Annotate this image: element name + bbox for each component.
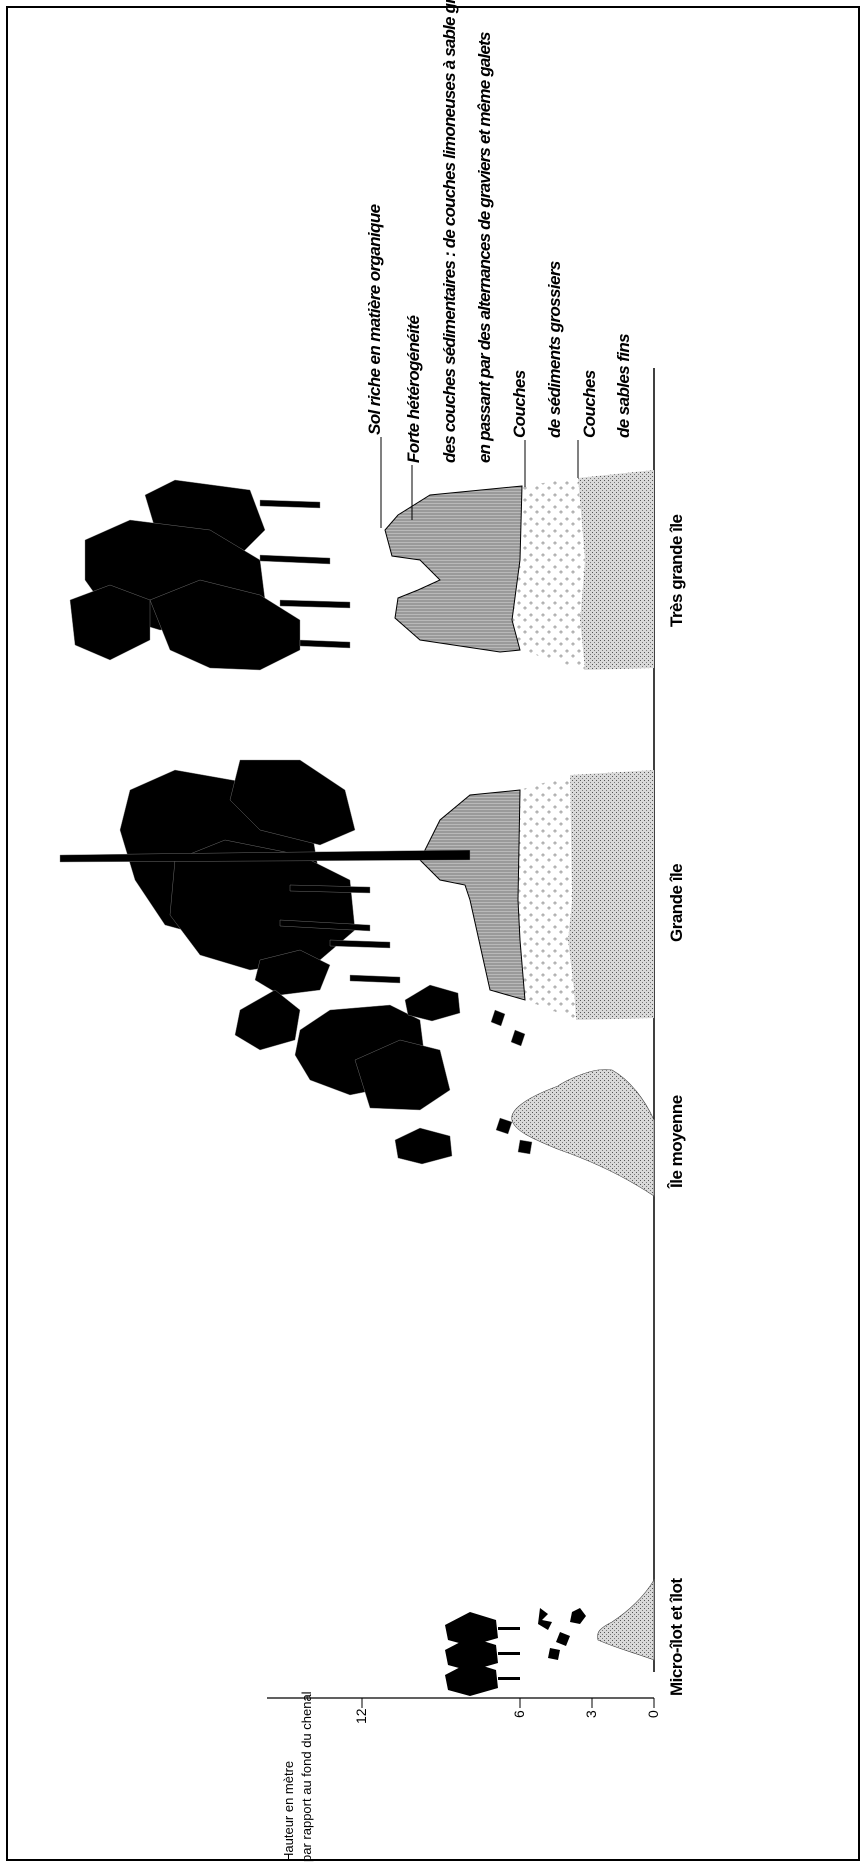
- legend-fins-line1: Couches: [580, 370, 599, 438]
- grande-silt-layer: [419, 789, 526, 1001]
- island-micro-ilot: [445, 1578, 655, 1696]
- tres-grande-fine-sand-layer: [578, 470, 654, 670]
- island-grande: [59, 759, 654, 1051]
- legend-fins-line2: de sables fins: [614, 333, 633, 438]
- island-micro-trees: [445, 1608, 586, 1696]
- island-tres-grande: [69, 470, 654, 671]
- y-tick-label-6: 6: [511, 1710, 527, 1718]
- y-axis-title-line2: par rapport au fond du chenal: [299, 1691, 314, 1862]
- y-tick-label-0: 0: [645, 1710, 661, 1718]
- tres-grande-coarse-layer: [512, 478, 585, 670]
- grande-coarse-layer: [518, 775, 576, 1020]
- legend-sol: Sol riche en matière organique: [365, 204, 384, 435]
- island-label-micro: Micro-îlot et îlot: [667, 1578, 686, 1696]
- island-label-grande: Grande île: [667, 863, 686, 942]
- legend-leaders: [380, 437, 579, 528]
- island-label-tres-grande: Très grande île: [667, 514, 686, 628]
- y-axis-title-line1: Hauteur en mètre: [281, 1760, 296, 1862]
- island-moyenne-sediment: [511, 1068, 655, 1197]
- legend-forte-line3: en passant par des alternances de gravie…: [475, 32, 494, 463]
- legend-grossiers-line2: de sédiments grossiers: [545, 261, 564, 438]
- y-tick-label-12: 12: [353, 1708, 369, 1724]
- island-label-moyenne: Île moyenne: [667, 1095, 686, 1188]
- island-grande-trees: [59, 759, 471, 1051]
- y-tick-label-3: 3: [583, 1710, 599, 1718]
- legend-forte-line2: des couches sédimentaires : de couches l…: [440, 0, 459, 463]
- legend-forte-line1: Forte hétérogénéité: [404, 315, 423, 463]
- tres-grande-silt-layer: [384, 485, 523, 653]
- grande-fine-sand-layer: [568, 770, 654, 1020]
- island-moyenne: [294, 984, 655, 1197]
- island-tres-grande-trees: [69, 479, 351, 671]
- island-moyenne-trees: [294, 984, 533, 1165]
- island-micro-sediment: [597, 1578, 655, 1661]
- y-axis-ticks: [361, 1698, 655, 1708]
- legend-grossiers-line1: Couches: [510, 370, 529, 438]
- figure-frame: [6, 6, 860, 1861]
